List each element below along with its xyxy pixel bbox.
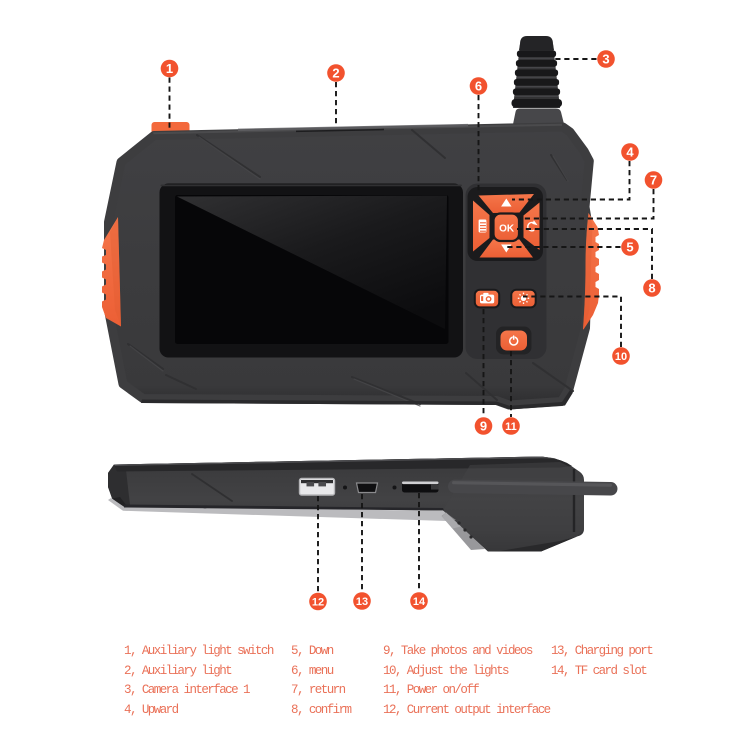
svg-text:7: 7 — [650, 173, 657, 188]
svg-text:11: 11 — [505, 421, 517, 433]
svg-text:OK: OK — [499, 224, 515, 235]
svg-text:1: 1 — [166, 61, 173, 76]
svg-text:4: 4 — [626, 145, 634, 160]
svg-text:12: 12 — [312, 597, 324, 609]
svg-text:14: 14 — [413, 596, 426, 608]
svg-text:8: 8 — [648, 281, 655, 296]
svg-text:10: 10 — [615, 351, 627, 363]
svg-text:5: 5 — [626, 240, 633, 255]
svg-text:3: 3 — [602, 52, 609, 67]
svg-text:9: 9 — [480, 419, 487, 434]
svg-text:6: 6 — [475, 79, 482, 94]
svg-text:13: 13 — [356, 596, 368, 608]
svg-text:2: 2 — [332, 66, 339, 81]
